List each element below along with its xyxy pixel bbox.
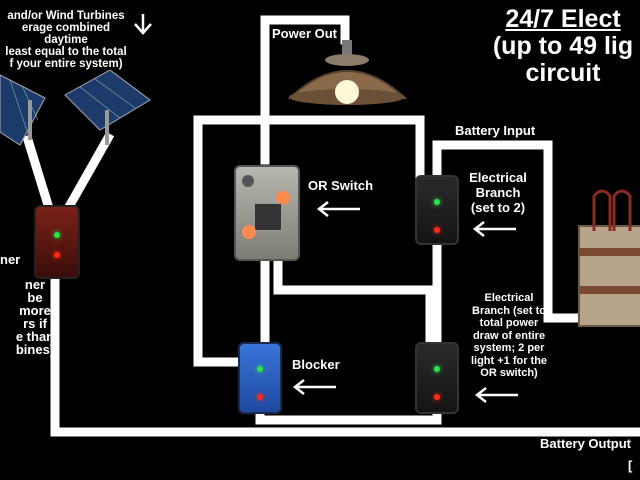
wire-solar-left [22, 134, 54, 211]
battery-icon [578, 189, 640, 327]
combiner-device [34, 205, 80, 279]
combiner-red-led [54, 252, 60, 258]
lamp-icon [287, 40, 408, 105]
branch1-green-led [434, 199, 440, 205]
left-arrow-icon [316, 201, 360, 217]
battery-input-label: Battery Input [455, 123, 536, 138]
wire-blocker-bottom [255, 400, 442, 425]
wire-outer-loop [193, 115, 250, 367]
title-line-3: circuit [525, 59, 601, 87]
branch1-red-led [434, 227, 440, 233]
switch-panel-icon [254, 203, 282, 231]
wire-power-out [260, 15, 350, 165]
left-arrow-icon [472, 221, 516, 237]
title: 24/7 Elect (up to 49 lig circuit [468, 6, 640, 87]
wire-top-loop [193, 115, 425, 180]
note-line-3: least equal to the total [5, 46, 127, 58]
note-line-1: and/or Wind Turbines [7, 10, 125, 22]
blocker-green-led [257, 366, 263, 372]
wire-solar-right [63, 131, 115, 212]
blocker-red-led [257, 394, 263, 400]
power-out-label: Power Out [272, 26, 338, 41]
switch-knob-icon [242, 175, 254, 187]
electrical-branch-2 [415, 342, 459, 414]
title-line-2: (up to 49 lig [492, 32, 634, 60]
branch2-green-led [434, 366, 440, 372]
branch2-red-led [434, 394, 440, 400]
corner-mark: [ [628, 458, 633, 473]
blocker-device [238, 342, 282, 414]
switch-light-2-icon [242, 225, 256, 239]
blocker-label: Blocker [292, 357, 340, 372]
combiner-green-led [54, 232, 60, 238]
solar-panels-icon [0, 70, 151, 146]
wire-battery-input [432, 140, 605, 323]
note-line-2: erage combined daytime [21, 22, 111, 46]
electrical-branch-1 [415, 175, 459, 245]
or-switch-label: OR Switch [308, 178, 374, 193]
left-arrow-icon [474, 387, 518, 403]
wire-combiner-down [50, 270, 640, 437]
left-arrow-icon [292, 379, 336, 395]
combiner-label: ner [0, 252, 21, 267]
note-line-4: f your entire system) [9, 58, 123, 70]
combiner-note: ner be more rs if e than bines) [15, 277, 55, 357]
top-left-note: and/or Wind Turbines erage combined dayt… [0, 10, 132, 70]
title-line-1: 24/7 Elect [505, 5, 621, 33]
or-switch-device [234, 165, 300, 261]
wire-switch-right [273, 245, 435, 350]
switch-light-icon [276, 191, 290, 205]
electrical-branch-label: Electrical Branch (set to 2) [469, 170, 527, 215]
down-arrow-icon [134, 14, 152, 35]
battery-output-label: Battery Output [540, 436, 631, 451]
electrical-branch-2-label: Electrical Branch (set to total power dr… [470, 292, 548, 379]
